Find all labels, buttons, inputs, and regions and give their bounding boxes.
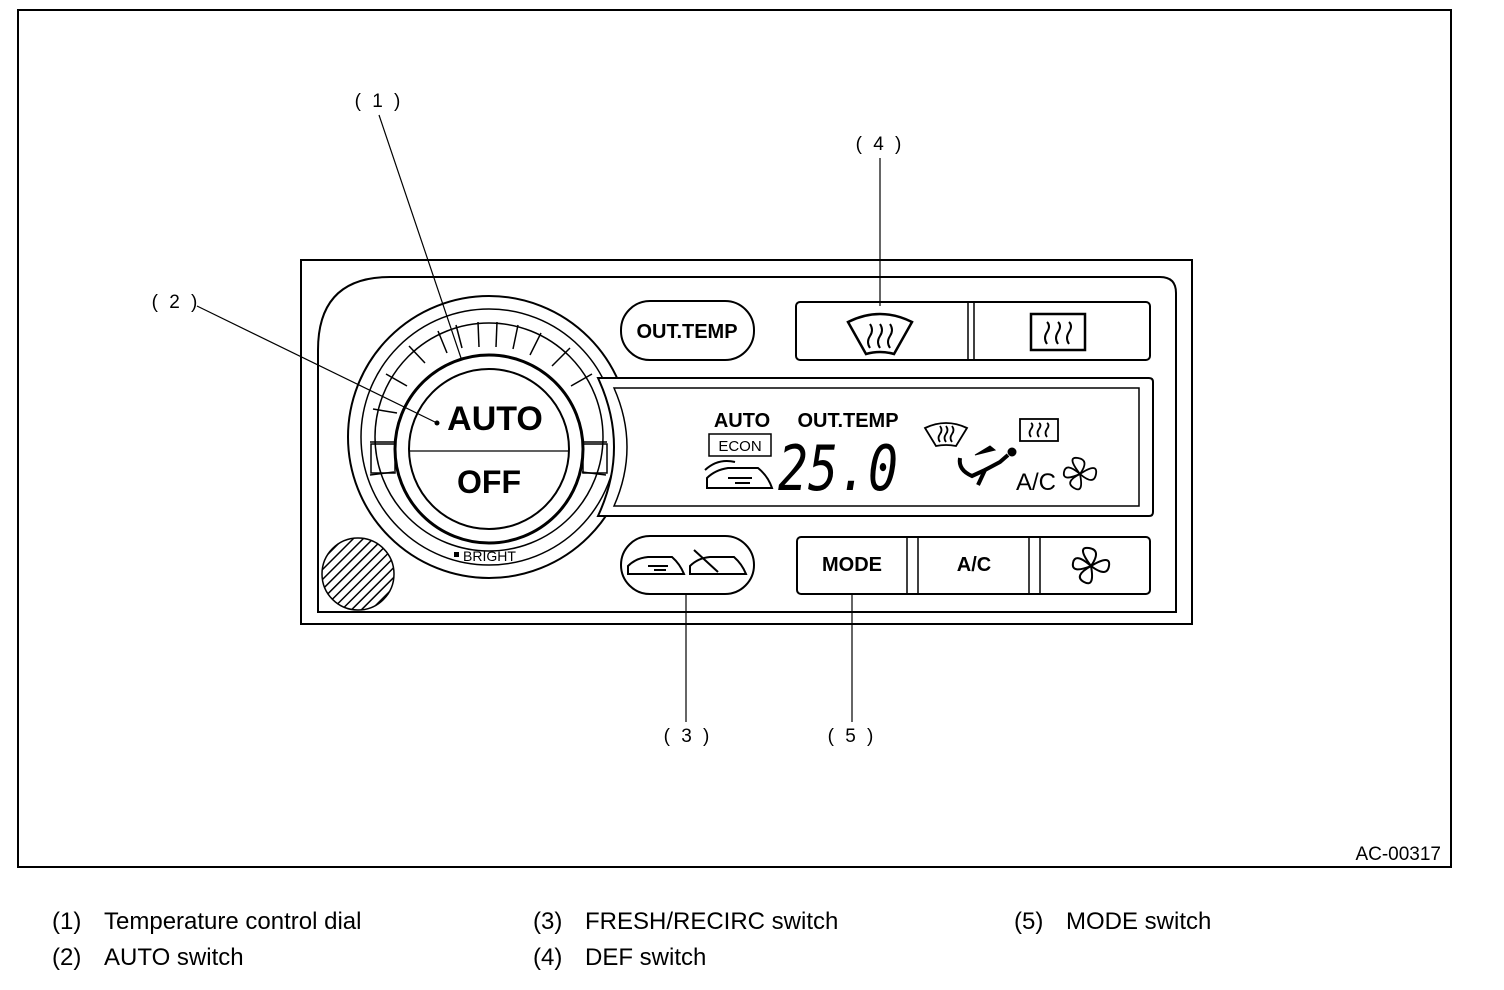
off-switch[interactable]: OFF — [457, 464, 521, 500]
def-switch-group — [795, 301, 1151, 361]
leader-lines — [196, 114, 881, 722]
bright-label: BRIGHT — [463, 548, 516, 564]
display-rear-defroster-icon — [1019, 418, 1059, 442]
figure-frame — [17, 9, 1452, 868]
out-temp-button-label: OUT.TEMP — [636, 321, 737, 343]
rear-defroster-icon[interactable] — [1029, 312, 1087, 352]
temperature-control-dial[interactable] — [347, 295, 631, 579]
legend-label: MODE switch — [1066, 908, 1212, 935]
fresh-recirc-icon — [627, 549, 748, 575]
temperature-scale-segments — [369, 321, 608, 476]
legend-label: DEF switch — [585, 944, 707, 971]
panel-face — [317, 276, 1177, 613]
display-temperature: 25.0 — [778, 432, 898, 505]
display-airflow-mode-icon — [957, 445, 1017, 486]
display-auto-label: AUTO — [714, 410, 770, 432]
display-front-defroster-icon — [923, 422, 969, 448]
front-defroster-icon[interactable] — [846, 312, 914, 356]
display-econ-label: ECON — [718, 438, 761, 455]
legend-number: (2) — [52, 944, 82, 971]
auto-switch[interactable]: AUTO — [447, 400, 543, 438]
display-out-temp-label: OUT.TEMP — [797, 410, 898, 432]
bright-indicator — [454, 552, 459, 557]
callout-4: ( 4 ) — [856, 134, 905, 155]
callout-2: ( 2 ) — [152, 292, 201, 313]
fresh-recirc-switch[interactable] — [620, 535, 755, 595]
bottom-switch-group — [796, 536, 1151, 595]
legend-number: (1) — [52, 908, 82, 935]
mode-switch-label: MODE — [822, 554, 882, 576]
display-recirc-icon — [704, 460, 774, 489]
econ-box — [708, 433, 772, 457]
legend-label: Temperature control dial — [104, 908, 362, 935]
callout-5: ( 5 ) — [828, 726, 877, 747]
control-panel — [300, 259, 1193, 625]
legend-label: FRESH/RECIRC switch — [585, 908, 839, 935]
callout-1: ( 1 ) — [355, 91, 404, 112]
display-ac-label: A/C — [1016, 469, 1056, 496]
sensor-grille — [321, 537, 395, 611]
lcd-display — [612, 387, 1140, 507]
fan-icon[interactable] — [1071, 546, 1111, 585]
ac-switch-label: A/C — [957, 554, 991, 576]
legend-number: (3) — [533, 908, 563, 935]
out-temp-button[interactable] — [620, 300, 755, 361]
callout-3: ( 3 ) — [664, 726, 713, 747]
figure-code: AC-00317 — [1355, 844, 1441, 865]
display-fan-icon — [1062, 456, 1098, 491]
legend-label: AUTO switch — [104, 944, 244, 971]
legend-number: (5) — [1014, 908, 1044, 935]
legend-number: (4) — [533, 944, 563, 971]
